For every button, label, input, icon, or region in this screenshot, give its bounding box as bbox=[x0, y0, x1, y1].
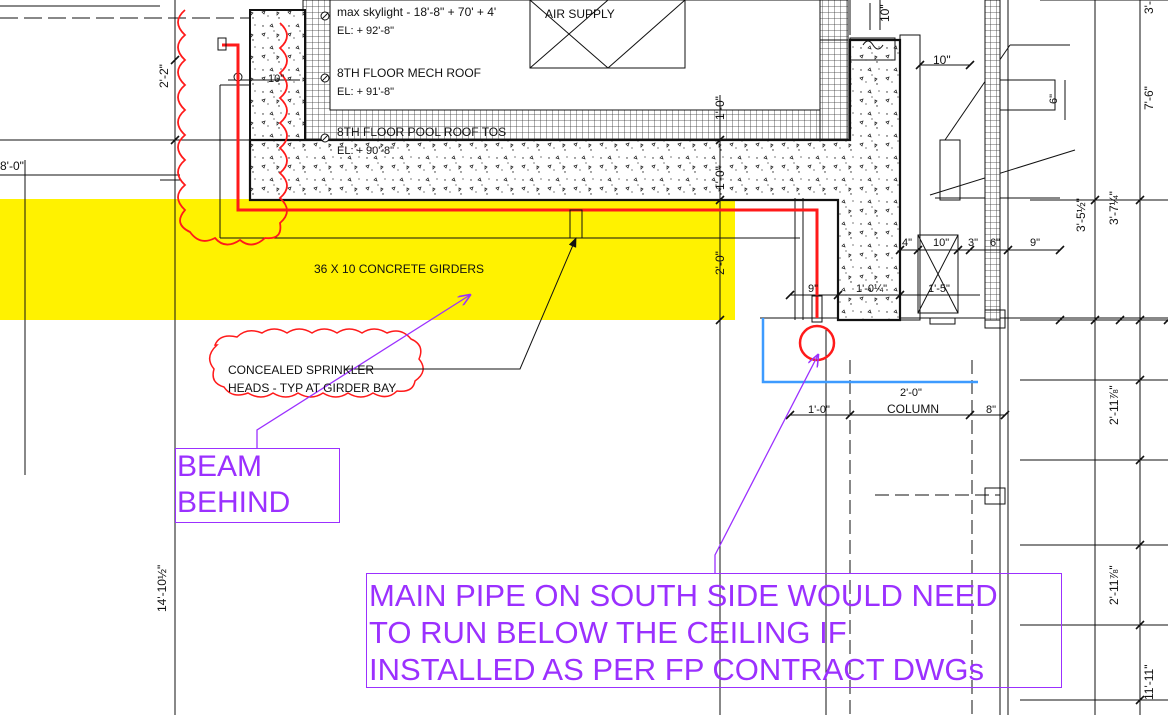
sprinkler-note-cloud bbox=[208, 328, 424, 398]
dimension-lines bbox=[174, 0, 1141, 700]
main-note-leader bbox=[714, 355, 818, 573]
mech-roof-label: 8TH FLOOR MECH ROOF bbox=[337, 66, 481, 80]
dim-10-top-right: 10" bbox=[933, 53, 951, 67]
dim-10-top: 10" bbox=[878, 4, 892, 22]
main-note-line-1: MAIN PIPE ON SOUTH SIDE WOULD NEED bbox=[369, 578, 998, 613]
dim-1-0-vertical: 1'-0" bbox=[713, 166, 727, 190]
dim-2-0-column: 2'-0" bbox=[900, 387, 922, 399]
main-note-line-3: INSTALLED AS PER FP CONTRACT DWGs bbox=[369, 652, 984, 687]
sprinkler-pipe bbox=[222, 43, 819, 318]
girder-highlight-band bbox=[0, 199, 735, 320]
dim-3-7-quarter: 3'-7¼" bbox=[1107, 191, 1121, 225]
dim-9-a: 9" bbox=[808, 283, 818, 295]
pipe-fitting bbox=[217, 37, 227, 51]
dim-1-0-quarter: 1'-0¼" bbox=[856, 283, 887, 295]
sprinkler-note-leader bbox=[345, 237, 577, 370]
dim-2-0-vertical: 2'-0" bbox=[713, 251, 727, 275]
dim-4: 4" bbox=[902, 237, 912, 249]
dim-7-6: 7'-6" bbox=[1142, 86, 1156, 110]
main-pipe-circle bbox=[798, 324, 836, 362]
dim-10-left: 10" bbox=[268, 73, 284, 85]
dim-11-11: 11'-11" bbox=[1142, 665, 1156, 700]
ceiling-line bbox=[761, 318, 978, 384]
dim-2-2: 2'-2" bbox=[157, 64, 171, 88]
pool-roof-label: 8TH FLOOR POOL ROOF TOS bbox=[337, 125, 506, 139]
sprinkler-note-line2: HEADS - TYP AT GIRDER BAY bbox=[228, 381, 396, 395]
dim-8: 8" bbox=[986, 404, 996, 416]
structure-outline bbox=[248, 0, 1056, 505]
dim-2-11-a: 2'-11⅞" bbox=[1107, 385, 1121, 425]
girders-label: 36 X 10 CONCRETE GIRDERS bbox=[314, 262, 484, 276]
dim-3-5-half: 3'-5½" bbox=[1074, 198, 1088, 232]
dim-10-mid: 10" bbox=[933, 237, 949, 249]
dim-1-0-vertical-top: 1'-0" bbox=[713, 96, 727, 120]
beam-note-leader bbox=[256, 295, 470, 448]
skylight-elevation: EL: + 92'-8" bbox=[337, 25, 394, 37]
dim-6-a: 6" bbox=[990, 237, 1000, 249]
dim-3-top: 3'- bbox=[1142, 1, 1156, 14]
main-note-line-2: TO RUN BELOW THE CEILING IF bbox=[369, 615, 847, 650]
skylight-label: max skylight - 18'-8" + 70' + 4' bbox=[337, 5, 496, 19]
sprinkler-note-line1: CONCEALED SPRINKLER bbox=[228, 363, 374, 377]
beam-behind-note: BEAM BEHIND bbox=[175, 448, 340, 523]
revision-cloud bbox=[177, 9, 288, 246]
dim-9-b: 9" bbox=[1030, 237, 1040, 249]
dim-1-0-column: 1'-0" bbox=[808, 404, 830, 416]
dimension-ticks bbox=[170, 55, 1168, 705]
dim-2-11-b: 2'-11⅞" bbox=[1107, 565, 1121, 605]
dim-8-0: 8'-0" bbox=[0, 159, 24, 173]
dim-14-10-half: 14'-10½" bbox=[155, 565, 169, 612]
beam-note-line-2: BEHIND bbox=[177, 486, 291, 519]
mech-roof-elevation: EL: + 91'-8" bbox=[337, 86, 394, 98]
dim-6-b: 6" bbox=[1048, 94, 1060, 104]
dim-1-5: 1'-5" bbox=[928, 283, 950, 295]
column-label: COLUMN bbox=[887, 402, 939, 416]
beam-note-line-1: BEAM bbox=[177, 450, 263, 483]
air-supply-label: AIR SUPPLY bbox=[545, 7, 615, 21]
dim-3: 3" bbox=[968, 237, 978, 249]
pool-roof-elevation: EL: + 90'-8" bbox=[337, 145, 394, 157]
main-pipe-note: MAIN PIPE ON SOUTH SIDE WOULD NEED TO RU… bbox=[366, 573, 1062, 688]
pipe-riser-fitting bbox=[811, 295, 823, 323]
